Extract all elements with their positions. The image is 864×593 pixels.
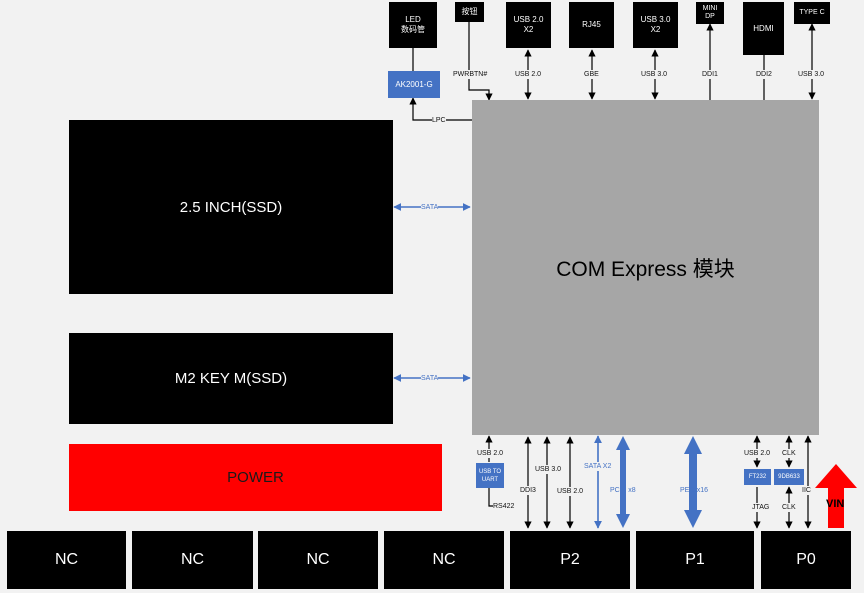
connector-p1: P1 xyxy=(636,531,754,589)
sata2-label: SATA xyxy=(421,374,439,383)
usb-to-uart-chip: USB TO UART xyxy=(476,463,504,488)
vin-arrow-head xyxy=(815,464,857,488)
ak2001g-chip: AK2001-G xyxy=(388,71,440,98)
connector-nc-3: NC xyxy=(258,531,378,589)
type-c-box: TYPE C xyxy=(794,2,830,24)
9db633-chip: 9DB633 xyxy=(774,469,804,485)
pwrbtn-line xyxy=(468,22,493,101)
jtag-label: JTAG xyxy=(752,503,770,512)
ddi2-label: DDI2 xyxy=(756,70,772,79)
iic-label: IIC xyxy=(802,486,811,495)
led-display-box: LED 数码管 xyxy=(389,2,437,48)
pcie-x8-arrow xyxy=(616,436,630,528)
clk-top-label: CLK xyxy=(782,449,796,458)
connector-nc-1: NC xyxy=(7,531,126,589)
vin-label: VIN xyxy=(826,498,845,510)
gbe-label: GBE xyxy=(584,70,599,79)
usb30-top-label: USB 3.0 xyxy=(641,70,668,79)
connector-p0: P0 xyxy=(761,531,851,589)
mini-dp-box: MINI DP xyxy=(696,2,724,24)
usb30-bot-label: USB 3.0 xyxy=(535,465,562,474)
ddi1-label: DDI1 xyxy=(702,70,718,79)
ft232-chip: FT232 xyxy=(744,469,771,485)
sata-x2-label: SATA X2 xyxy=(584,462,612,471)
connector-p2: P2 xyxy=(510,531,630,589)
m2-ssd-block: M2 KEY M(SSD) xyxy=(69,333,393,424)
rs422-label: RS422 xyxy=(493,502,515,511)
connector-nc-2: NC xyxy=(132,531,253,589)
peg-x16-arrow xyxy=(684,436,702,528)
sata1-label: SATA xyxy=(421,203,439,212)
usb30-typec-label: USB 3.0 xyxy=(798,70,825,79)
lpc-line xyxy=(409,97,472,121)
power-block: POWER xyxy=(69,444,442,511)
peg-x16-label: PEG x16 xyxy=(680,487,709,494)
pwrbtn-label: PWRBTN# xyxy=(453,70,488,79)
lpc-label: LPC xyxy=(432,116,446,125)
clk-bot-label: CLK xyxy=(782,503,796,512)
ssd-25inch-block: 2.5 INCH(SSD) xyxy=(69,120,393,294)
usb20-uart-label: USB 2.0 xyxy=(477,449,504,458)
button-box: 按钮 xyxy=(455,2,484,22)
rj45-box: RJ45 xyxy=(569,2,614,48)
usb20-p2-label: USB 2.0 xyxy=(557,487,584,496)
connector-nc-4: NC xyxy=(384,531,504,589)
usb20-p0-label: USB 2.0 xyxy=(744,449,771,458)
ddi3-label: DDI3 xyxy=(520,486,536,495)
pcie-x8-label: PCIE x8 xyxy=(610,487,636,494)
hdmi-box: HDMI xyxy=(743,2,784,55)
usb2-x2-box: USB 2.0 X2 xyxy=(506,2,551,48)
usb20-top-label: USB 2.0 xyxy=(515,70,542,79)
com-express-module: COM Express 模块 xyxy=(472,100,819,435)
usb3-x2-box: USB 3.0 X2 xyxy=(633,2,678,48)
